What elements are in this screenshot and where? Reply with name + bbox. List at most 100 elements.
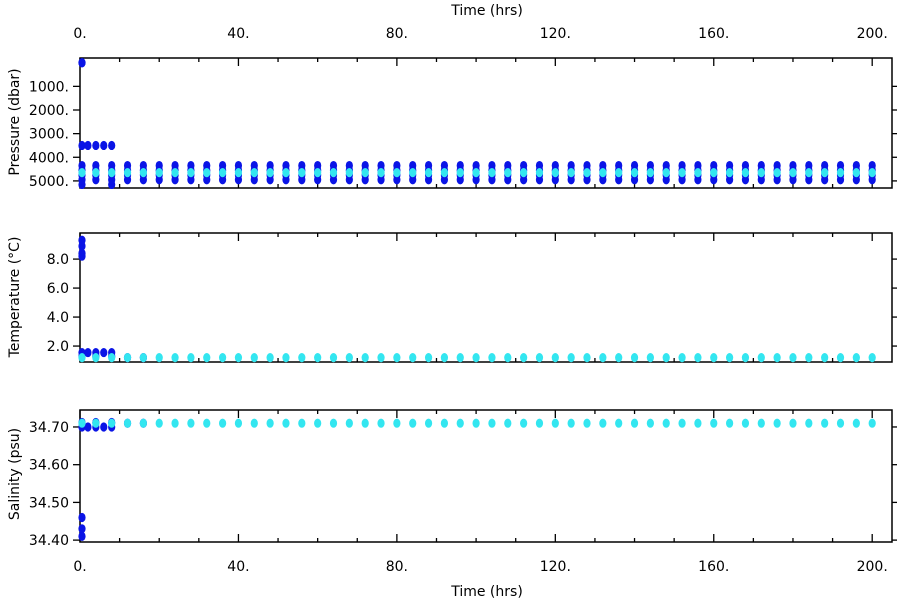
temperature-data-point — [377, 353, 385, 363]
temperature-y-tick-label: 2.0 — [47, 339, 69, 355]
pressure-y-tick-label: 2000. — [29, 103, 69, 119]
pressure-data-point — [615, 168, 623, 178]
pressure-data-point — [377, 168, 385, 178]
pressure-data-point — [203, 175, 211, 185]
salinity-data-point — [78, 418, 86, 428]
pressure-data-point — [409, 168, 417, 178]
pressure-y-tick-label: 1000. — [29, 79, 69, 95]
salinity-data-point — [678, 418, 686, 428]
salinity-plot-frame — [79, 409, 893, 543]
temperature-data-point — [361, 353, 369, 363]
pressure-data-point — [646, 175, 654, 185]
pressure-data-point — [868, 175, 876, 185]
pressure-y-tick-label: 3000. — [29, 127, 69, 143]
salinity-data-point — [504, 418, 512, 428]
pressure-data-point — [314, 175, 322, 185]
temperature-data-point — [78, 353, 86, 363]
pressure-data-point — [520, 168, 528, 178]
pressure-data-point — [726, 168, 734, 178]
temperature-data-point — [662, 353, 670, 363]
salinity-data-point — [520, 418, 528, 428]
temperature-data-point — [836, 353, 845, 363]
temperature-data-point — [78, 241, 86, 251]
salinity-data-point — [789, 418, 797, 428]
salinity-data-point — [78, 531, 86, 541]
salinity-data-point — [314, 418, 322, 428]
pressure-data-point — [329, 175, 338, 185]
salinity-data-point — [108, 418, 116, 428]
temperature-data-point — [92, 353, 100, 363]
pressure-data-point — [139, 168, 147, 178]
pressure-y-tick-label: 4000. — [29, 150, 69, 166]
salinity-y-axis-title: Salinity (psu) — [7, 428, 23, 520]
pressure-data-point — [456, 168, 464, 178]
data-points — [78, 58, 876, 541]
pressure-data-point — [599, 175, 607, 185]
pressure-data-point — [218, 175, 227, 185]
pressure-data-point — [662, 175, 670, 185]
temperature-data-point — [726, 353, 734, 363]
temperature-data-point — [773, 353, 781, 363]
salinity-data-point — [84, 422, 92, 432]
temperature-data-point — [409, 353, 417, 363]
pressure-data-point — [361, 175, 369, 185]
salinity-data-point — [187, 418, 195, 428]
pressure-data-point — [535, 175, 544, 185]
salinity-data-point — [821, 418, 829, 428]
temperature-data-point — [694, 353, 702, 363]
pressure-data-point — [789, 175, 797, 185]
pressure-data-point — [84, 140, 92, 151]
salinity-data-point — [139, 418, 147, 428]
temperature-data-point — [567, 353, 575, 363]
salinity-data-point — [551, 418, 559, 428]
salinity-data-point — [409, 418, 417, 428]
pressure-data-point — [266, 175, 274, 185]
pressure-data-point — [694, 175, 702, 185]
pressure-data-point — [329, 168, 338, 178]
pressure-data-point — [440, 168, 449, 178]
salinity-data-point — [630, 418, 639, 428]
salinity-data-point — [361, 418, 369, 428]
temperature-y-tick-label: 6.0 — [47, 281, 69, 297]
temperature-data-point — [234, 353, 243, 363]
pressure-data-point — [440, 175, 449, 185]
pressure-data-point — [615, 175, 623, 185]
salinity-data-point — [456, 418, 464, 428]
pressure-data-point — [155, 168, 163, 178]
pressure-data-point — [250, 168, 258, 178]
pressure-data-point — [424, 175, 433, 185]
pressure-data-point — [108, 168, 116, 178]
bottom-x-axis-title: Time (hrs) — [450, 584, 523, 600]
salinity-y-tick-label: 34.50 — [29, 495, 69, 511]
pressure-data-point — [78, 179, 86, 190]
pressure-data-point — [456, 175, 464, 185]
salinity-data-point — [345, 418, 353, 428]
pressure-data-point — [773, 175, 781, 185]
salinity-data-point — [583, 418, 591, 428]
top-x-axis-title: Time (hrs) — [450, 3, 523, 19]
pressure-data-point — [108, 140, 116, 151]
salinity-data-point — [440, 418, 449, 428]
pressure-data-point — [678, 168, 686, 178]
temperature-data-point — [218, 353, 227, 363]
pressure-data-point — [282, 175, 290, 185]
pressure-data-point — [314, 168, 322, 178]
pressure-data-point — [361, 168, 369, 178]
salinity-data-point — [694, 418, 702, 428]
salinity-data-point — [377, 418, 385, 428]
salinity-data-point — [92, 418, 100, 428]
salinity-data-point — [155, 418, 163, 428]
pressure-data-point — [78, 58, 86, 68]
temperature-data-point — [108, 353, 116, 363]
pressure-data-point — [821, 175, 829, 185]
salinity-data-point — [662, 418, 670, 428]
temperature-data-point — [821, 353, 829, 363]
pressure-data-point — [203, 168, 211, 178]
tick-labels: 0.40.80.120.160.200.1000.2000.3000.4000.… — [29, 26, 888, 575]
salinity-data-point — [329, 418, 338, 428]
temperature-data-point — [329, 353, 338, 363]
temperature-data-point — [393, 353, 401, 363]
x-tick-label: 40. — [227, 26, 249, 42]
salinity-data-point — [266, 418, 274, 428]
